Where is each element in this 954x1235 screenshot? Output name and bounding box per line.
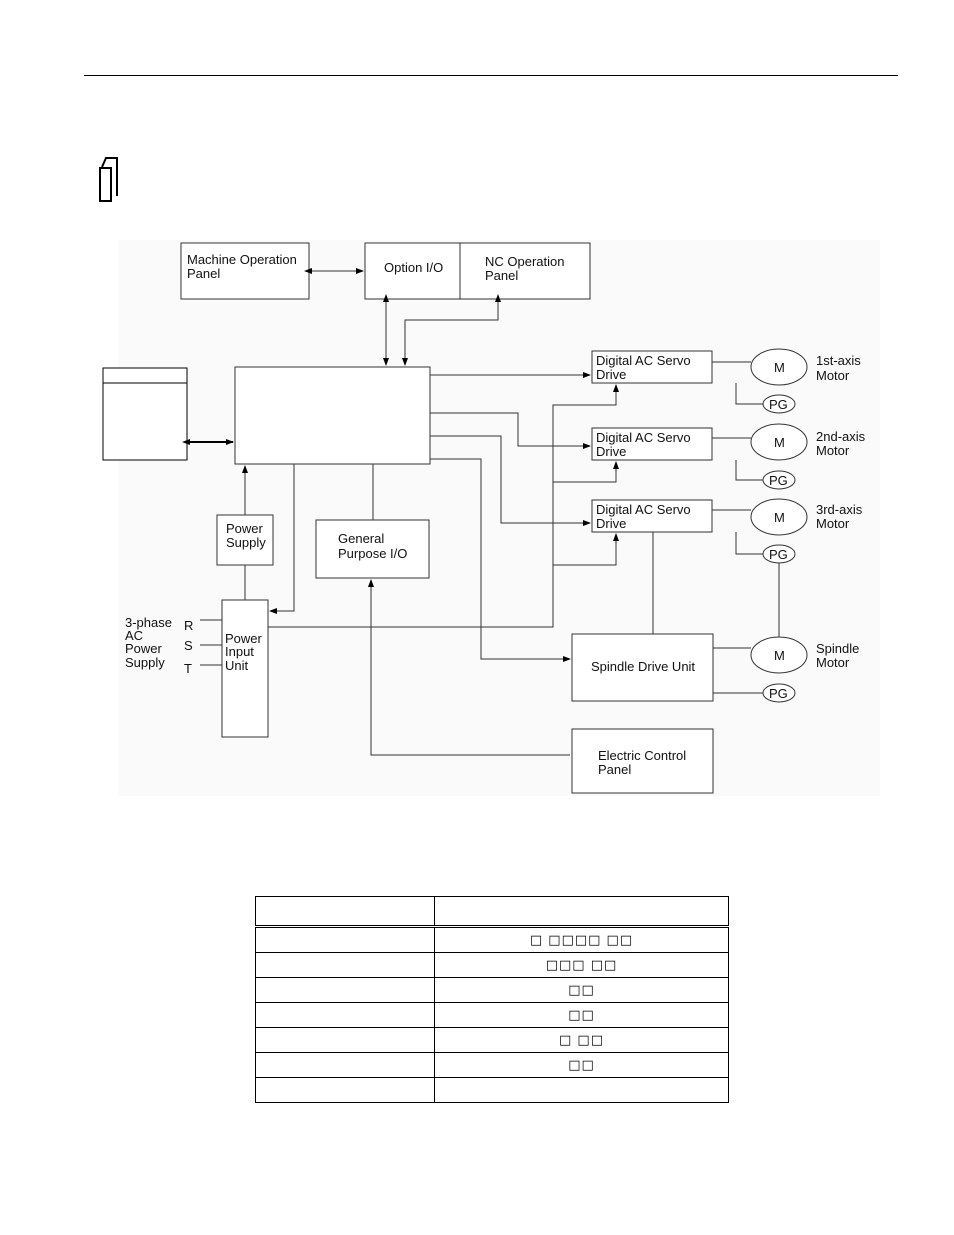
table-cell: □□□ □□ [434, 952, 729, 978]
spindle-drive-unit-label: Spindle Drive Unit [591, 659, 695, 674]
servo-drive-3-box [591, 499, 713, 533]
power-input-unit-label-3: Unit [225, 658, 249, 673]
table-row: □ □□ [255, 1027, 729, 1053]
servo-drive-2-label-2: Drive [596, 444, 626, 459]
spindle-motor-label: Spindle [816, 641, 859, 656]
pg-1-label: PG [769, 397, 788, 412]
spec-table: □ □□□□ □□ □□□ □□ □□ □□ □ □□ □□ [255, 896, 729, 1103]
power-supply-label-2: Supply [226, 535, 266, 550]
general-purpose-io-box [315, 519, 430, 579]
electric-control-panel-box [571, 728, 714, 794]
table-cell [255, 952, 435, 978]
option-io-nc-panel-box [364, 242, 591, 300]
connection-lines [182, 268, 780, 756]
table-cell [255, 1052, 435, 1078]
table-row [255, 1077, 729, 1103]
servo-drive-1-label: Digital AC Servo [596, 353, 691, 368]
machine-operation-panel-label: Machine Operation [187, 252, 297, 267]
table-row: □ □□□□ □□ [255, 926, 729, 953]
ac-supply-label-3: Power [125, 641, 163, 656]
table-cell [434, 1077, 729, 1103]
motor-3-label-2: Motor [816, 516, 850, 531]
phase-s: S [184, 638, 193, 653]
header-rule [84, 75, 898, 76]
table-cell [255, 896, 435, 928]
servo-drive-1-label-2: Drive [596, 367, 626, 382]
servo-drive-3-label-2: Drive [596, 516, 626, 531]
motor-3-m: M [774, 510, 785, 525]
power-supply-label: Power [226, 521, 264, 536]
table-cell [255, 1027, 435, 1053]
servo-drive-2-box [591, 427, 713, 461]
motor-2-label: 2nd-axis [816, 429, 866, 444]
machine-operation-panel-label-2: Panel [187, 266, 220, 281]
pg-2-label: PG [769, 473, 788, 488]
motor-2-circle [750, 423, 808, 461]
table-row: □□ [255, 1002, 729, 1028]
table-cell: □□ [434, 977, 729, 1003]
table-cell [434, 896, 729, 928]
ac-supply-label-4: Supply [125, 655, 165, 670]
table-cell [255, 1077, 435, 1103]
table-cell: □□ [434, 1002, 729, 1028]
electric-control-panel-label-2: Panel [598, 762, 631, 777]
spindle-motor-m: M [774, 648, 785, 663]
note-icon [99, 157, 118, 202]
option-io-label: Option I/O [384, 260, 443, 275]
nc-unit-box [234, 366, 431, 465]
table-cell [255, 977, 435, 1003]
phase-t: T [184, 661, 192, 676]
table-row: □□ [255, 977, 729, 1003]
motor-2-label-2: Motor [816, 443, 850, 458]
pg-3-label: PG [769, 547, 788, 562]
table-cell [255, 1002, 435, 1028]
servo-drive-1-box [591, 350, 713, 384]
table-cell: □□ [434, 1052, 729, 1078]
machine-operation-panel-box [180, 242, 310, 300]
motor-1-label-2: Motor [816, 368, 850, 383]
motor-1-m: M [774, 360, 785, 375]
motor-2-m: M [774, 435, 785, 450]
electric-control-panel-label: Electric Control [598, 748, 686, 763]
general-purpose-io-label: General [338, 531, 384, 546]
spindle-drive-unit-box [571, 633, 714, 702]
table-cell: □ □□□□ □□ [434, 926, 729, 953]
table-row: □□ [255, 1052, 729, 1078]
motor-3-circle [750, 498, 808, 536]
power-input-unit-box [221, 599, 269, 738]
table-row: □□□ □□ [255, 952, 729, 978]
table-header-row [255, 896, 729, 928]
motor-1-label: 1st-axis [816, 353, 861, 368]
pg-spindle-label: PG [769, 686, 788, 701]
spindle-motor-label-2: Motor [816, 655, 850, 670]
motor-1-circle [750, 348, 808, 386]
nc-operation-panel-label: NC Operation [485, 254, 564, 269]
ac-supply-label: 3-phase [125, 615, 172, 630]
table-cell [255, 926, 435, 953]
phase-r: R [184, 618, 193, 633]
power-input-unit-label-2: Input [225, 644, 254, 659]
servo-drive-3-label: Digital AC Servo [596, 502, 691, 517]
power-input-unit-label: Power [225, 631, 263, 646]
general-purpose-io-label-2: Purpose I/O [338, 546, 407, 561]
servo-drive-2-label: Digital AC Servo [596, 430, 691, 445]
ac-supply-label-2: AC [125, 628, 143, 643]
motor-3-label: 3rd-axis [816, 502, 863, 517]
display-unit-box [102, 367, 188, 461]
nc-operation-panel-label-2: Panel [485, 268, 518, 283]
table-cell: □ □□ [434, 1027, 729, 1053]
